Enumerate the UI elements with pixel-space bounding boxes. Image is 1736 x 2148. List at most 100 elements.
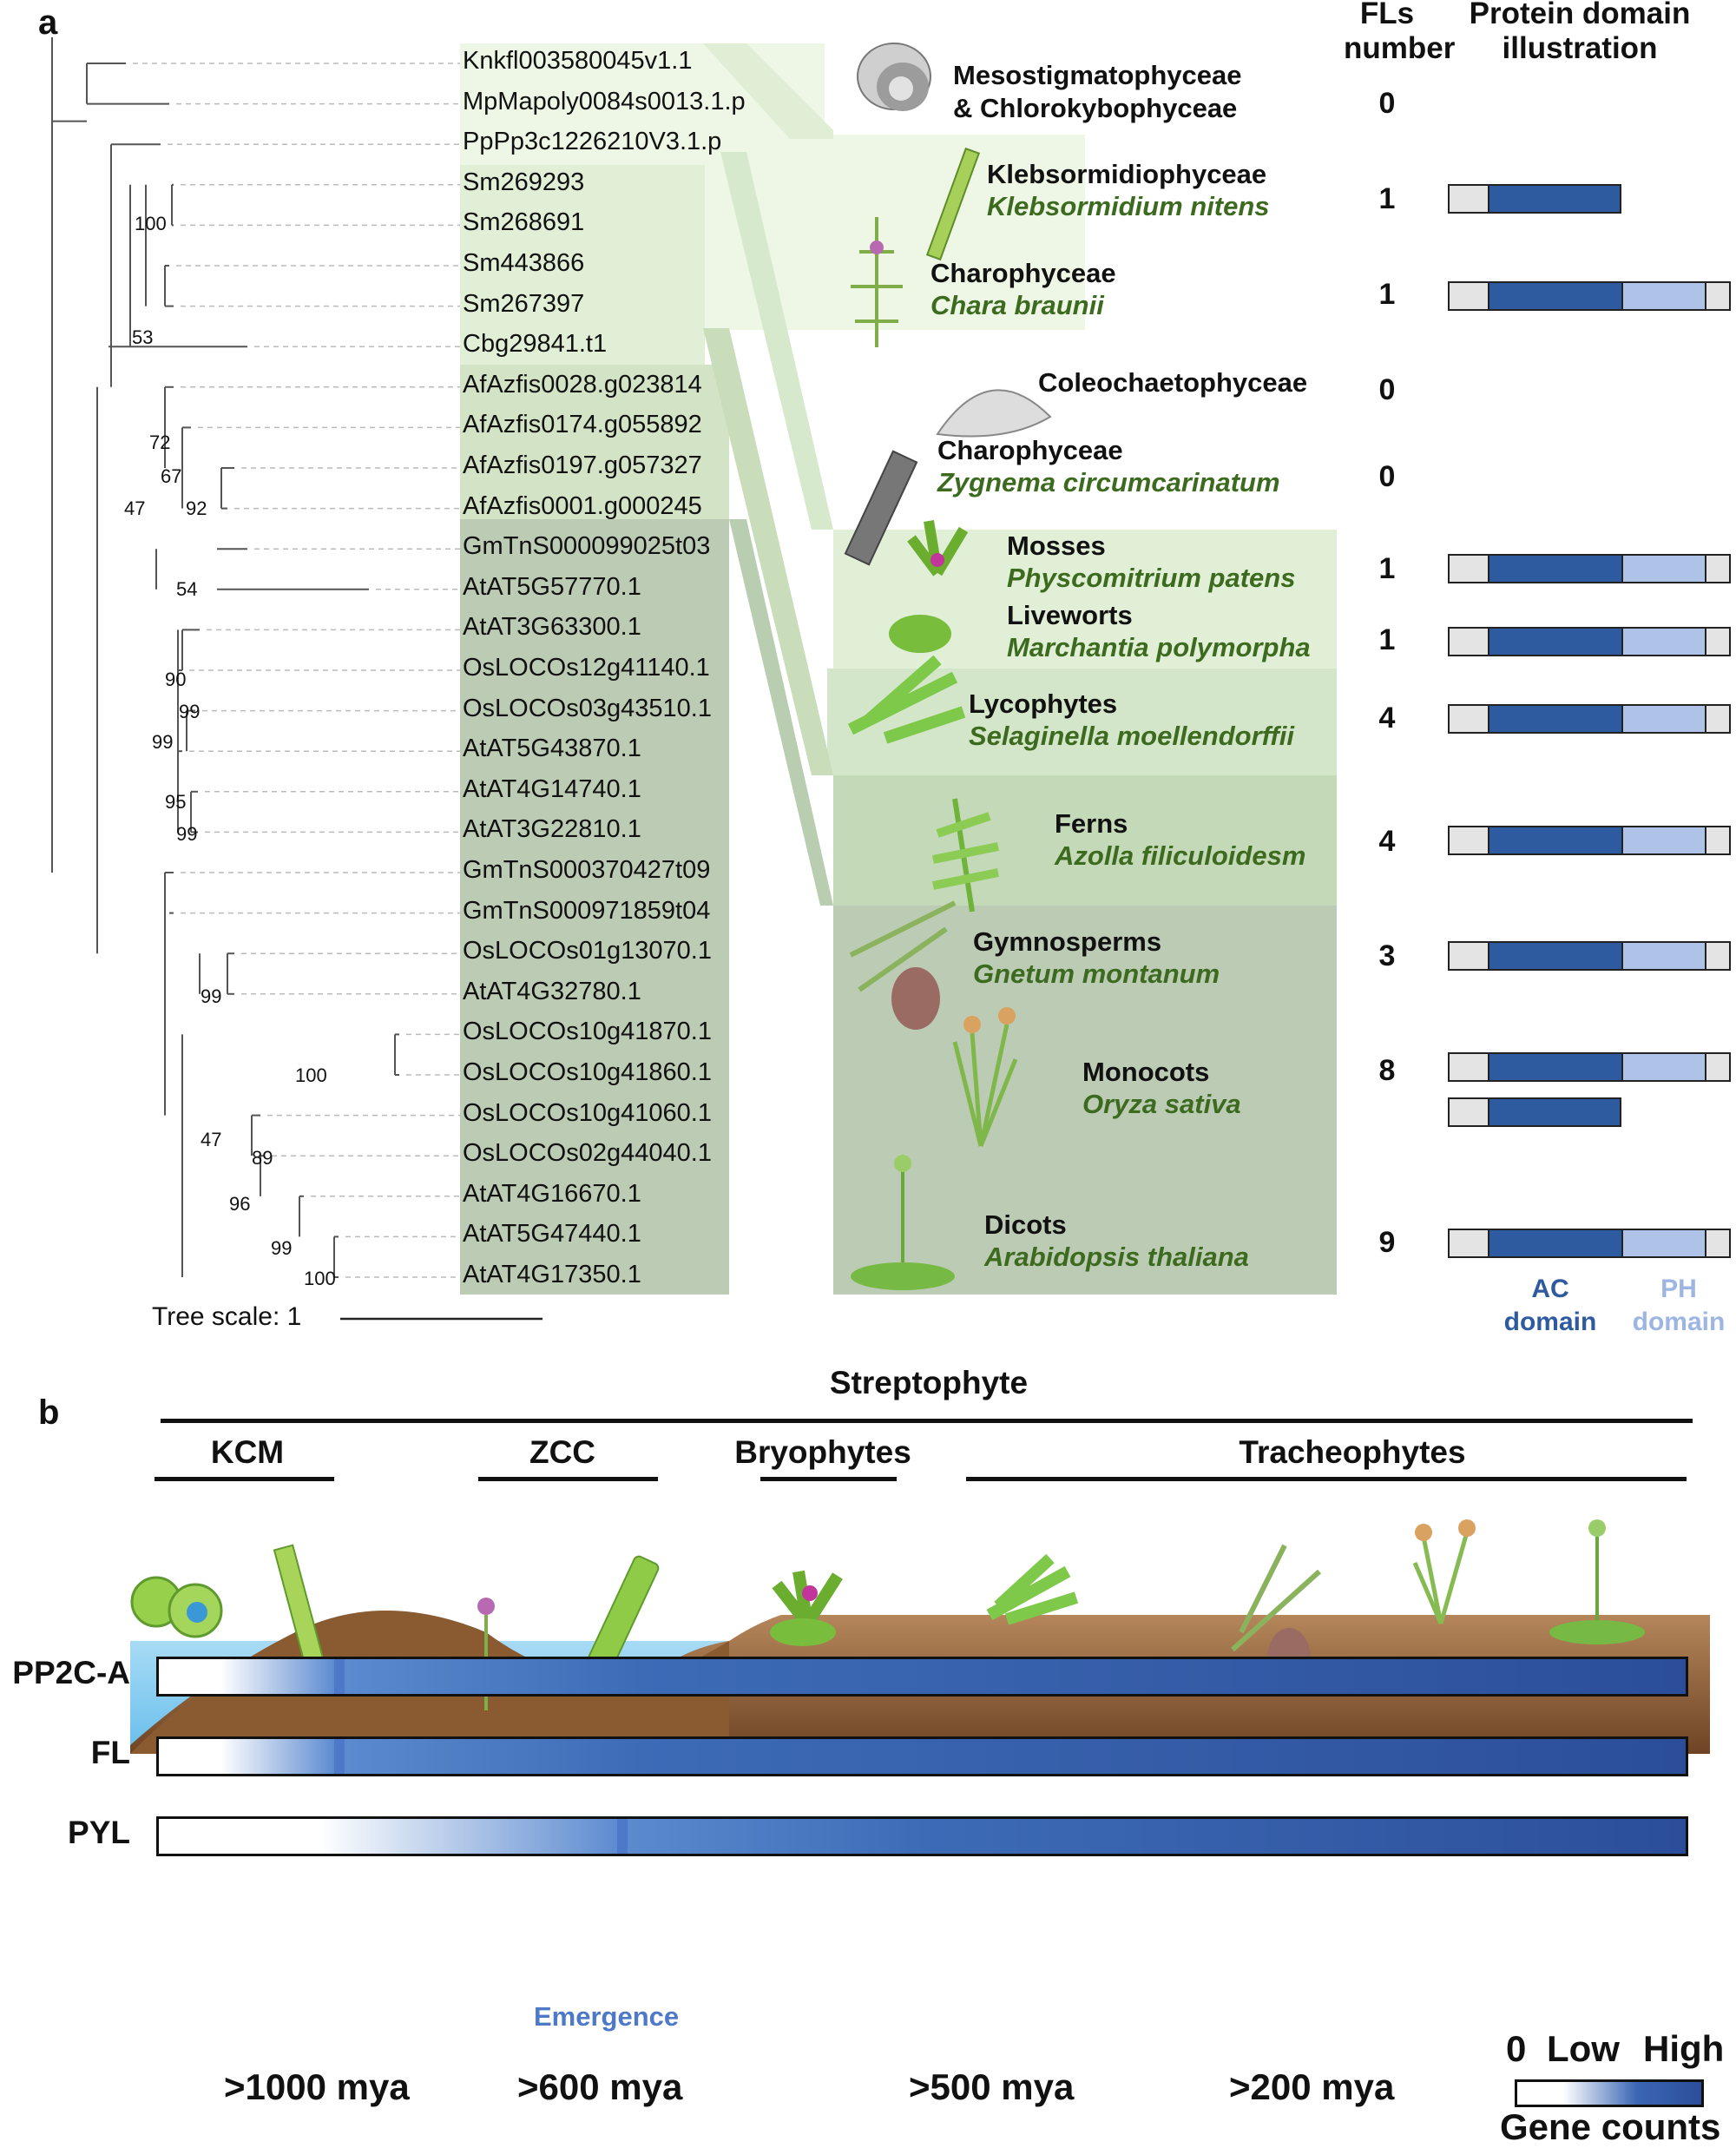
chlorokybus-icon [857, 43, 931, 111]
chara-icon [851, 217, 903, 347]
panel-a-letter: a [38, 3, 58, 42]
leaf-label: OsLOCOs10g41060.1 [463, 1098, 712, 1127]
gene-count-bar [156, 1657, 1688, 1697]
group-name: Gymnosperms [973, 926, 1162, 957]
fl-count: 0 [1378, 460, 1396, 493]
domain-marchantia [1448, 627, 1731, 656]
organism-illustrations [844, 43, 1052, 1290]
fl-count: 0 [1378, 87, 1396, 120]
fl-count: 1 [1378, 278, 1396, 311]
phylogenetic-tree [51, 37, 542, 1321]
leaf-label: GmTnS000099025t03 [463, 532, 711, 561]
leaf-label: Sm268691 [463, 208, 585, 237]
bootstrap-value: 99 [201, 985, 222, 1007]
clade-zcc: ZCC [529, 1434, 596, 1470]
arabidopsis-icon [851, 1155, 955, 1290]
fern-icon [932, 798, 999, 913]
band-bryophytes [460, 165, 705, 373]
group-name: Lycophytes [969, 689, 1118, 719]
leaf-label: AfAzfis0001.g000245 [463, 491, 702, 520]
klebsormidium-icon [925, 147, 981, 261]
fl-count: 4 [1378, 702, 1396, 735]
gymnosperm-icon [849, 900, 957, 1030]
bootstrap-value: 47 [201, 1129, 222, 1150]
fl-count: 4 [1378, 825, 1396, 858]
domain-oryza-ac-only [1448, 1097, 1621, 1127]
band-connectors [703, 43, 833, 906]
leaf-label: AtAT4G32780.1 [463, 977, 641, 1005]
fl-count: 8 [1378, 1054, 1396, 1087]
gene-count-bar [156, 1736, 1688, 1776]
leaf-label: AtAT4G17350.1 [463, 1261, 641, 1288]
group-name: Mesostigmatophyceae & Chlorokybophyceae [953, 60, 1242, 123]
clade-kcm: KCM [210, 1434, 285, 1470]
zygnema-icon [844, 450, 918, 566]
leaf-label: Knkfl003580045v1.1 [463, 47, 693, 75]
domain-oryza-full [1448, 1052, 1731, 1082]
leaf-label: Sm443866 [463, 249, 585, 277]
panel-b-letter: b [38, 1394, 60, 1432]
fl-count: 3 [1378, 939, 1396, 972]
gene-row-label: PYL [68, 1815, 130, 1850]
group-species: Selaginella moellendorffii [969, 721, 1294, 751]
leaf-label: OsLOCOs10g41860.1 [463, 1058, 712, 1086]
clade-bryophytes: Bryophytes [734, 1434, 911, 1470]
band-seed-plants [460, 519, 729, 1295]
leaf-label: GmTnS000971859t04 [463, 896, 711, 925]
band-klebsormidium [825, 135, 1085, 330]
legend-high: High [1643, 2028, 1725, 2069]
emergence-marker [616, 1819, 628, 1854]
ph-domain-legend: PH domain [1632, 1275, 1726, 1336]
bootstrap-value: 67 [161, 465, 182, 487]
leaf-label: AtAT5G43870.1 [463, 735, 641, 763]
group-species: Oryza sativa [1082, 1089, 1241, 1119]
lycophyte-icon [847, 655, 966, 744]
fl-count: 1 [1378, 552, 1396, 585]
domain-azolla [1448, 826, 1731, 855]
tree-scale-label: Tree scale: 1 [152, 1302, 302, 1331]
legend-low: Low [1547, 2028, 1620, 2069]
leaf-label: Sm269293 [463, 168, 585, 196]
moss-icon [889, 520, 969, 653]
time-500: >500 mya [909, 2066, 1075, 2107]
leaf-label: AtAT4G16670.1 [463, 1179, 641, 1208]
time-1000: >1000 mya [224, 2066, 410, 2107]
leaf-label: GmTnS000370427t09 [463, 856, 711, 884]
group-name: Dicots [984, 1209, 1067, 1240]
gymnosperm-plant-icon [1230, 1544, 1322, 1652]
bootstrap-value: 95 [165, 791, 187, 813]
domain-gnetum [1448, 941, 1731, 971]
band-ferns [833, 775, 1337, 906]
leaf-label: OsLOCOs01g13070.1 [463, 937, 712, 965]
group-species: Gnetum montanum [973, 959, 1220, 989]
bootstrap-value: 96 [229, 1193, 251, 1215]
bootstrap-value: 72 [149, 432, 171, 453]
ac-domain-legend: AC domain [1503, 1275, 1597, 1336]
leaf-label: AtAT3G63300.1 [463, 613, 641, 642]
leaf-label: AfAzfis0197.g057327 [463, 451, 702, 479]
clade-tracheophytes-line [966, 1477, 1687, 1481]
group-species: Azolla filiculoidesm [1055, 840, 1306, 871]
protein-domain-header: Protein domain illustration [1469, 0, 1691, 65]
group-species: Arabidopsis thaliana [984, 1242, 1249, 1272]
emergence-label: Emergence [534, 2001, 680, 2032]
legend-zero: 0 [1506, 2028, 1527, 2069]
fls-number-header: FLs number [1344, 0, 1456, 65]
moss-plant-icon [772, 1570, 843, 1628]
emergence-marker [334, 1739, 345, 1774]
streptophyte-label: Streptophyte [829, 1365, 1029, 1400]
bootstrap-value: 47 [124, 497, 146, 519]
group-name: Liveworts [1007, 600, 1133, 630]
group-name: Klebsormidiophyceae [987, 159, 1267, 189]
leaf-label: Cbg29841.t1 [463, 330, 608, 359]
group-species: Chara braunii [930, 290, 1104, 320]
evolution-landscape [130, 1519, 1710, 1754]
clade-kcm-line [155, 1477, 334, 1481]
gene-count-scale-bar [1515, 2079, 1704, 2107]
coleochaete-icon [936, 389, 1052, 438]
gene-row-label: FL [90, 1735, 130, 1770]
leaf-label: Sm267397 [463, 289, 585, 318]
leaf-label: AtAT3G22810.1 [463, 815, 641, 844]
bootstrap-value: 99 [152, 731, 174, 753]
domain-arabidopsis [1448, 1229, 1731, 1258]
